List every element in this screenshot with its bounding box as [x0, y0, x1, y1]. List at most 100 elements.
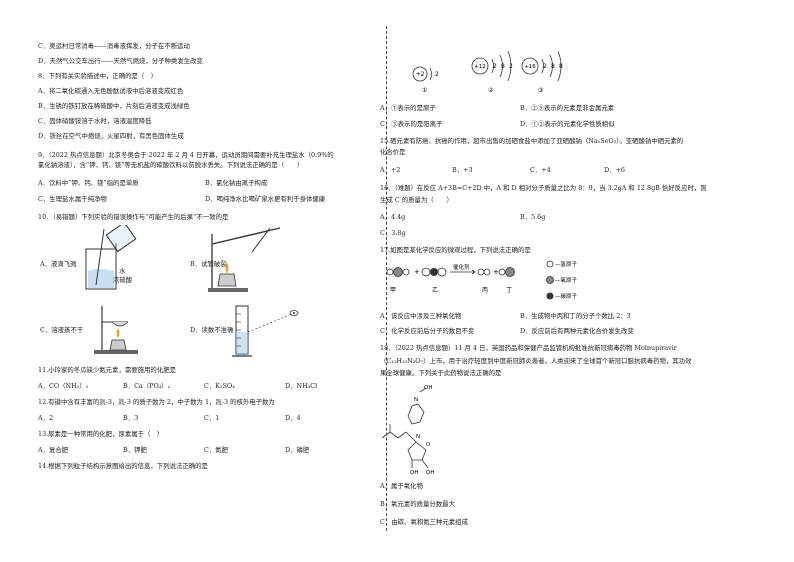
q16-stem-line2: 生成 C 的质量为（ ）: [380, 196, 453, 204]
atom2-nucleus: +12: [474, 64, 486, 70]
legend-oxygen: —氧原子: [555, 276, 578, 284]
atom3-shell2: 8: [551, 63, 555, 70]
cylinder-figure: [232, 305, 299, 357]
q11-option-a: A．CO（NH₂）₂: [38, 382, 89, 390]
q9-option-a: A．饮料中“钾、钙、镁”指的是单质: [38, 179, 139, 187]
acid-label: 浓硫酸: [113, 276, 133, 284]
atom3-nucleus: +16: [524, 64, 536, 70]
q11-option-d: D．NH₄Cl: [285, 382, 318, 390]
q9-option-d: D．喝纯净水比喝矿泉水更有利于身体健康: [205, 195, 326, 203]
atom1-label: ①: [422, 87, 427, 94]
mol-oh-left: OH: [410, 470, 418, 476]
q8-option-d: D．铁丝在空气中燃烧，火星四射，有黑色固体生成: [38, 132, 184, 140]
legend-hydrogen: —氢原子: [555, 260, 578, 268]
heating-figure: [208, 227, 281, 292]
q14-option-b: B．②③表示的元素是非金属元素: [520, 104, 615, 112]
right-column: +2 2 ① +12 2 8 2 ② +16 2 8 8 ③ A．①表示的是: [380, 0, 794, 562]
q18-option-c: C．由碳、氧和氮三种元素组成: [380, 518, 468, 526]
q15-stem-line2: 化合价是: [380, 148, 406, 156]
mol-oh-top: OH: [424, 385, 432, 391]
atom3-shell1: 2: [543, 63, 547, 70]
q12-stem: 12.有键中含有丰富的氚-3，氚-3 的质子数为 2，中子数为 1，氚-3 的核…: [38, 398, 275, 406]
q13-stem: 13.尿素是一种常用的化肥，尿素属于（ ）: [38, 430, 164, 438]
left-column: C．奥运村日常消毒——消毒液挥发，分子在不断运动 D．天然气公交车出行——天然气…: [0, 0, 385, 562]
q14-option-c: C．③表示的是阳离子: [380, 120, 443, 128]
q9-stem-line2: 氯化钠溶液），含“钾、钙、镁”等无机盐的碳酸饮料以防脱水丢失。下列说法正确的是（…: [38, 161, 304, 169]
q13-option-b: B．钾肥: [123, 446, 147, 454]
q17-option-b: B．生成物中丙和丁的分子个数比 2：3: [520, 312, 631, 320]
svg-text:+: +: [414, 268, 420, 276]
q10-option-b: B．试管破裂: [190, 260, 227, 268]
atom2-shell1: 2: [493, 63, 497, 70]
atom3-shell3: 8: [559, 63, 563, 70]
q12-option-c: C．1: [204, 414, 220, 422]
q16-option-c: C．3.8g: [380, 229, 406, 237]
q14-stem: 14.根据下列粒子结构示意图给出的信息，下列说法正确的是: [38, 462, 208, 470]
q16-option-b: B．5.6g: [520, 213, 546, 221]
species-yi: 乙: [432, 287, 438, 294]
q13-option-c: C．氮肥: [204, 446, 229, 454]
q10-option-a: A．液滴飞溅: [40, 260, 77, 268]
q15-option-c: C．+4: [530, 166, 551, 174]
mol-n-ring: N: [416, 434, 420, 440]
atom2-label: ②: [488, 87, 494, 94]
q12-option-a: A．2: [38, 414, 54, 422]
atom-structure-figure: +2 2 ① +12 2 8 2 ②: [412, 50, 513, 94]
q18-option-b: B．氧元素的质量分数最大: [380, 500, 455, 508]
q17-option-d: D．反应前后有两种元素化合价发生改变: [520, 327, 634, 335]
q9-option-c: C．生理盐水属于纯净物: [38, 195, 107, 203]
q15-option-d: D．+6: [604, 166, 625, 174]
catalyst-label: 催化剂: [453, 263, 470, 271]
q18-stem-line1: 18．（2022 热点信息题）11 月 4 日，英国药品和保健产品监管机构批准抗…: [380, 344, 677, 352]
molecule-structure: OH N N OH OH O: [381, 385, 434, 476]
q9-option-b: B．氯化钠由离子构成: [205, 179, 268, 187]
q17-option-a: A．该反应中涉及三种氧化物: [380, 312, 462, 320]
legend-carbon: —碳原子: [555, 292, 578, 300]
q8-option-c: C．固体硝酸铵溶于水时，溶液温度降低: [38, 117, 152, 125]
q9-stem-line1: 9．（2022 热点信息题）北京冬奥会于 2022 年 2 月 4 日开幕，运动…: [38, 151, 334, 159]
q13-option-d: D．磷肥: [285, 446, 310, 454]
q11-option-b: B．Ca（PO₄）₂: [123, 382, 171, 390]
species-bing: 丙: [482, 287, 488, 294]
mol-ring-o: O: [426, 442, 431, 448]
q10-option-c: C．溶液蒸不干: [40, 326, 84, 334]
atom3-label: ③: [538, 87, 543, 94]
q15-option-b: B．+3: [452, 166, 473, 174]
q16-stem-line1: 16．（难题）在反应 A+3B=C+2D 中，A 和 D 相对分子质量之比为 8…: [380, 184, 707, 192]
species-ding: 丁: [506, 287, 512, 294]
q13-option-a: A．复合肥: [38, 446, 69, 454]
dilution-figure: [85, 225, 137, 290]
column-divider: [386, 26, 387, 531]
q14-option-d: D．①②表示的元素化学性质相似: [520, 120, 615, 128]
q12-option-b: B．3: [123, 414, 139, 422]
q8-stem: 8．下列有关实验描述中，正确的是（ ）: [38, 72, 158, 80]
species-jia: 甲: [390, 287, 396, 294]
q10-stem: 10．（易错题）下列实验的错误操作与“可能产生的后果”不一致的是: [38, 213, 229, 221]
q17-stem: 17.如图是某化学反应的微观过程，下列说法正确的是: [380, 246, 531, 254]
q17-option-c: C．化学反应前后分子的数目不变: [380, 327, 475, 335]
water-label: 水: [119, 267, 126, 275]
q8-option-b: B．生锈的铁钉放在稀硫酸中，片刻后溶液变成浅绿色: [38, 102, 190, 110]
q11-option-c: C．K₂SO₄: [204, 382, 235, 390]
q15-option-a: A．+2: [380, 166, 401, 174]
atom2-shell3: 2: [509, 63, 513, 70]
q10-option-d: D．读数不准确: [190, 326, 234, 334]
q16-option-a: A．4.4g: [380, 213, 406, 221]
q11-stem: 11.小玲家的冬瓜缺少氮元素，需要施用的化肥是: [38, 366, 176, 374]
q18-option-a: A．属于氧化物: [380, 482, 423, 490]
svg-text:+: +: [493, 268, 499, 276]
atom1-nucleus: +2: [416, 71, 425, 78]
q12-option-d: D．4: [285, 414, 301, 422]
atom3-figure: +16 2 8 8 ③: [521, 50, 563, 94]
q7-option-c: C．奥运村日常消毒——消毒液挥发，分子在不断运动: [38, 42, 190, 50]
mol-oh-right: OH: [426, 470, 434, 476]
evaporation-figure: [94, 306, 138, 354]
q7-option-d: D．天然气公交车出行——天然气燃烧，分子种类发生改变: [38, 57, 203, 65]
atom1-shell1: 2: [435, 71, 439, 78]
mol-nh-label: N: [414, 397, 418, 403]
q14-option-a: A．①表示的是原子: [380, 104, 436, 112]
reaction-figure: + 催化剂 + 甲 乙 丙 丁 —氢原子 —氧原子 —碳原子: [386, 260, 578, 300]
q18-stem-line2: （C₁₃H₁₉N₃O₇）上市，用于治疗轻度到中度新冠肺炎患者。人类迎来了全球首个…: [380, 357, 692, 365]
atom2-shell2: 8: [501, 63, 505, 70]
